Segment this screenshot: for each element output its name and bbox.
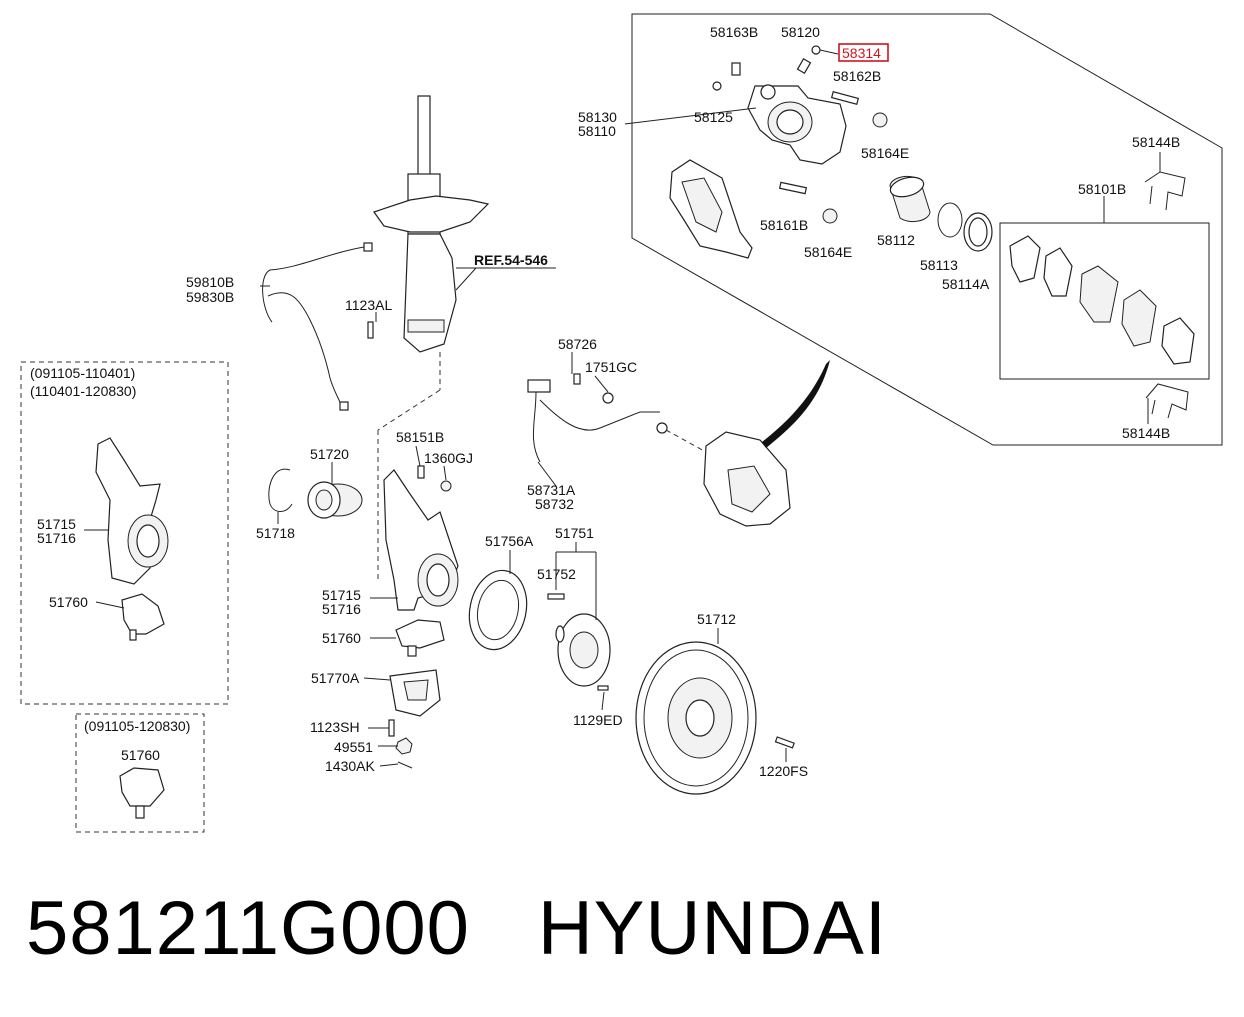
caliper-detail-box (631, 13, 1223, 446)
label-1360gj: 1360GJ (424, 450, 473, 466)
label-51770a: 51770A (311, 670, 360, 686)
label-58314: 58314 (842, 45, 881, 61)
snap-ring (268, 468, 293, 512)
leader-lines (84, 49, 1161, 767)
label-51716-a: 51716 (37, 530, 76, 546)
label-58161b: 58161B (760, 217, 808, 233)
label-51720: 51720 (310, 446, 349, 462)
label-58164e-a: 58164E (861, 145, 909, 161)
label-58113: 58113 (920, 257, 958, 273)
label-ref-54-546: REF.54-546 (474, 252, 548, 268)
strut-assembly (373, 95, 490, 353)
bolt-1123al (367, 321, 374, 339)
piston-seal-boot (889, 175, 993, 252)
label-58101b: 58101B (1078, 181, 1126, 197)
label-59830b: 59830B (186, 289, 234, 305)
pin-1430ak (397, 761, 413, 769)
pad-clips (1144, 171, 1189, 419)
variant-box-1 (20, 361, 229, 705)
label-51756a: 51756A (485, 533, 534, 549)
caliper-assembled (703, 431, 791, 527)
label-range-3: (091105-120830) (84, 718, 190, 734)
caliper-hardware (712, 45, 888, 224)
nut-1360gj (440, 480, 452, 492)
label-58732: 58732 (535, 496, 574, 512)
highlight-box (838, 43, 889, 62)
label-58120: 58120 (781, 24, 820, 40)
lower-ball-joint (395, 619, 445, 657)
label-58731a: 58731A (527, 482, 576, 498)
label-51716-b: 51716 (322, 601, 361, 617)
label-range-1: (091105-110401) (30, 365, 135, 381)
caliper-bracket (669, 159, 753, 259)
brake-pads (1009, 235, 1195, 365)
label-58164e-b: 58164E (804, 244, 852, 260)
label-51760-a: 51760 (49, 594, 88, 610)
brand-name: HYUNDAI (537, 886, 887, 971)
part-caption: 581211G000 HYUNDAI (26, 885, 1226, 985)
label-58162b: 58162B (833, 68, 881, 84)
label-1129ed: 1129ED (573, 712, 623, 728)
label-51718: 51718 (256, 525, 295, 541)
knuckle-variant (95, 437, 169, 585)
label-58144b-b: 58144B (1122, 425, 1170, 441)
caliper-body (747, 84, 847, 165)
label-51760-b: 51760 (322, 630, 361, 646)
wheel-stud (547, 593, 565, 600)
bolt-58151b (417, 465, 425, 479)
ball-joint-variant-2 (119, 767, 165, 819)
label-1123sh: 1123SH (310, 719, 360, 735)
parts-diagram: 58163B 58120 58314 58162B 58130 58110 58… (20, 13, 1223, 833)
bracket-51770a (389, 669, 441, 717)
label-58114a: 58114A (942, 276, 990, 292)
label-58110: 58110 (578, 123, 616, 139)
screw-1220fs (774, 736, 795, 749)
label-1430ak: 1430AK (325, 758, 375, 774)
label-51752: 51752 (537, 566, 576, 582)
label-range-2: (110401-120830) (30, 383, 136, 399)
label-51715-a: 51715 (37, 516, 76, 532)
label-59810b: 59810B (186, 274, 234, 290)
hub-bearing (307, 481, 363, 519)
label-51751: 51751 (555, 525, 594, 541)
label-58151b: 58151B (396, 429, 444, 445)
label-58130: 58130 (578, 109, 617, 125)
dust-shield (468, 569, 528, 651)
screw-1129ed (597, 685, 609, 691)
label-58125: 58125 (694, 109, 733, 125)
steering-knuckle (383, 469, 459, 611)
label-58144b-a: 58144B (1132, 134, 1180, 150)
part-number: 581211G000 (26, 886, 470, 971)
ball-joint-variant (121, 593, 165, 641)
wheel-hub (555, 613, 611, 687)
variant-box-2 (75, 713, 205, 833)
label-1123al: 1123AL (345, 297, 392, 313)
callout-arrow (762, 360, 830, 448)
label-49551: 49551 (334, 739, 373, 755)
label-1751gc: 1751GC (585, 359, 637, 375)
bolt-1123sh (388, 719, 395, 737)
brake-disc (635, 641, 757, 795)
label-58112: 58112 (877, 232, 915, 248)
brake-hose (527, 373, 668, 463)
wheel-speed-sensor (262, 242, 373, 411)
label-51715-b: 51715 (322, 587, 361, 603)
label-1220fs: 1220FS (759, 763, 808, 779)
label-51760-c: 51760 (121, 747, 160, 763)
label-58163b: 58163B (710, 24, 758, 40)
label-58726: 58726 (558, 336, 597, 352)
nut-49551 (395, 737, 413, 755)
label-51712: 51712 (697, 611, 736, 627)
